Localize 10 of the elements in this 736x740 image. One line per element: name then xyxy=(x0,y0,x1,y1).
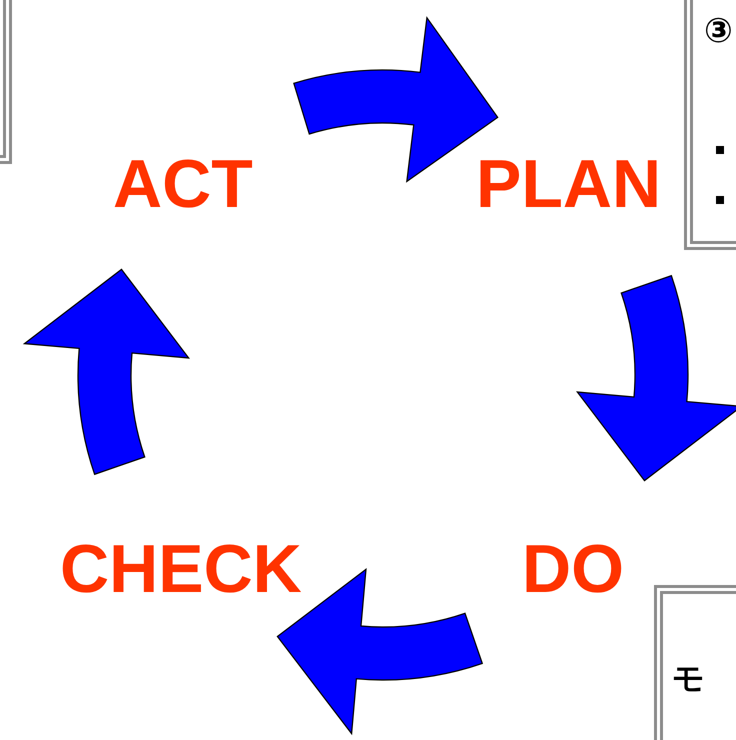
phase-label: CHECK xyxy=(60,535,302,603)
phase-label: PLAN xyxy=(476,150,662,218)
box-text: モ xyxy=(672,658,705,699)
block-arrow xyxy=(276,568,483,734)
block-arrow xyxy=(293,17,498,182)
box-text: ③ xyxy=(704,11,733,51)
block-arrow xyxy=(24,268,190,475)
phase-label: DO xyxy=(522,535,624,603)
block-arrow xyxy=(576,275,736,482)
phase-label: ACT xyxy=(113,150,253,218)
